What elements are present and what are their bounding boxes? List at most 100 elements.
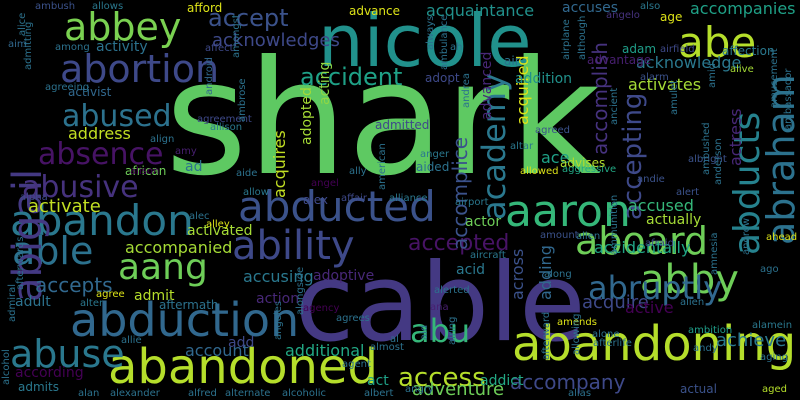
word-aircraft: aircraft	[470, 250, 506, 261]
word-al: al	[390, 334, 399, 345]
word-alan: alan	[78, 388, 100, 399]
word-add: add	[228, 335, 255, 351]
word-across: across	[508, 248, 527, 300]
word-aide: aide	[236, 168, 258, 179]
word-adopt: adopt	[425, 71, 460, 85]
word-actor: actor	[465, 214, 502, 230]
word-allow: allow	[243, 187, 269, 198]
word-ambush: ambush	[35, 1, 76, 12]
word-ace: ace	[541, 148, 570, 167]
word-align: align	[150, 134, 175, 145]
word-afraid: afraid	[645, 238, 675, 249]
word-abruptly: abruptly	[588, 269, 723, 307]
word-alcohol: alcohol	[1, 349, 12, 385]
word-airplane: airplane	[561, 19, 572, 60]
word-agree: agree	[96, 289, 125, 300]
word-ah: ah	[450, 42, 463, 53]
word-abused: abused	[62, 99, 172, 134]
word-acting: acting	[317, 61, 333, 105]
word-almost: almost	[370, 342, 404, 353]
word-activated: activated	[187, 223, 253, 239]
word-alexander: alexander	[110, 388, 160, 399]
word-age: age	[660, 10, 683, 24]
word-anderson: anderson	[713, 138, 724, 185]
word-address: address	[68, 124, 131, 143]
word-afford: afford	[187, 1, 223, 15]
word-alcoholic: alcoholic	[282, 388, 327, 399]
word-although: although	[577, 15, 588, 60]
word-altar: altar	[510, 141, 534, 152]
word-activity: activity	[96, 39, 148, 55]
word-actually: actually	[646, 212, 702, 228]
word-aid: aid	[419, 324, 430, 340]
word-aim: aim	[8, 39, 27, 50]
word-affair: affair	[341, 193, 368, 204]
word-alive: alive	[730, 64, 754, 75]
word-allows: allows	[92, 1, 124, 12]
word-addition: addition	[515, 71, 573, 87]
word-ambulance: ambulance	[439, 14, 450, 70]
word-amends: amends	[557, 317, 597, 328]
word-accomplice: accomplice	[448, 136, 472, 250]
word-alongside: alongside	[295, 266, 306, 315]
word-alliance: alliance	[389, 193, 428, 204]
word-airing: airing	[447, 316, 458, 345]
word-accepted: accepted	[408, 231, 510, 256]
word-abbey: abbey	[64, 5, 182, 49]
word-angry: angry	[405, 384, 434, 395]
word-accompanies: accompanies	[690, 0, 796, 18]
word-allison: allison	[210, 122, 243, 133]
word-alias: alias	[568, 388, 592, 399]
word-accompanied: accompanied	[125, 238, 233, 257]
word-admit: admit	[134, 288, 175, 304]
word-aging: aging	[760, 352, 788, 363]
word-angel: angel	[311, 178, 339, 189]
word-abducted: abducted	[238, 182, 436, 231]
word-actual: actual	[680, 382, 717, 396]
word-accepts: accepts	[35, 273, 113, 297]
word-accident: accident	[300, 63, 403, 91]
word-air: air	[504, 54, 520, 68]
word-able: able	[12, 229, 94, 273]
word-amount: amount	[540, 230, 579, 241]
word-allie: allie	[121, 335, 142, 346]
word-afterlife: afterlife	[593, 338, 632, 349]
word-agreeing: agreeing	[45, 82, 90, 93]
word-albert: albert	[364, 388, 394, 399]
word-ago: ago	[760, 264, 779, 275]
word-amongst: amongst	[231, 14, 242, 58]
word-african: african	[125, 164, 167, 178]
word-acid: acid	[456, 262, 486, 278]
word-absence: absence	[38, 137, 164, 172]
word-andrea: andrea	[461, 73, 472, 108]
word-acquaintance: acquaintance	[426, 1, 535, 20]
word-alamein: alamein	[752, 320, 793, 331]
word-admitted: admitted	[375, 118, 430, 132]
word-agrees: agrees	[336, 313, 370, 324]
word-admits: admits	[18, 380, 59, 394]
word-accused: accused	[628, 196, 694, 215]
word-agency: agency	[303, 303, 340, 314]
word-aftermath: aftermath	[159, 298, 219, 312]
word-alex: alex	[303, 193, 328, 207]
word-affection: affection	[722, 44, 775, 58]
word-airfield: airfield	[660, 44, 695, 55]
word-access: access	[398, 363, 486, 393]
word-alerted: alerted	[434, 285, 470, 296]
word-ad: ad	[185, 159, 203, 175]
word-accusing: accusing	[243, 267, 314, 286]
word-alison: alison	[130, 166, 160, 177]
word-amid: amid	[707, 63, 718, 88]
word-ability: ability	[232, 223, 355, 269]
word-achieve: achieve	[716, 330, 787, 351]
word-adventure: adventure	[412, 379, 505, 400]
word-aang: aang	[118, 247, 208, 288]
word-activist: activist	[68, 85, 112, 99]
word-alfred: alfred	[188, 388, 217, 399]
word-american: american	[377, 143, 388, 190]
word-addict: addict	[480, 373, 524, 389]
word-allen: allen	[576, 231, 601, 242]
word-admitting: admitting	[23, 21, 34, 70]
word-activates: activates	[628, 75, 702, 94]
word-abusive: abusive	[22, 170, 139, 205]
